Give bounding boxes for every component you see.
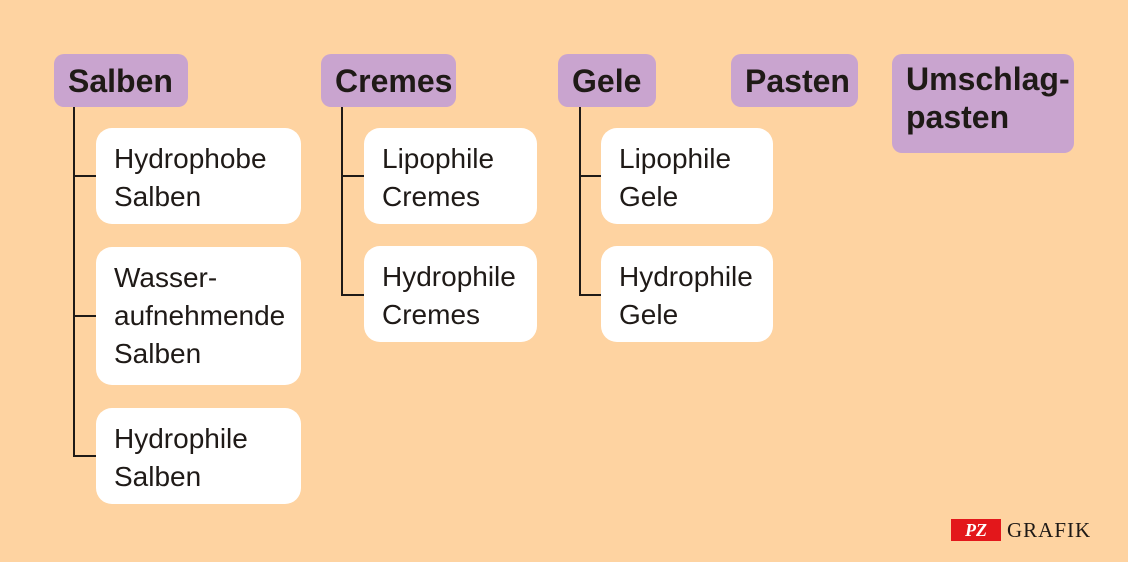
header-gele: Gele [558,54,656,107]
connector-salben-child-2 [73,315,97,317]
connector-gele-vertical [579,107,581,296]
node-hydrophobe-salben: Hydrophobe Salben [96,128,301,224]
connector-cremes-vertical [341,107,343,296]
connector-salben-child-3 [73,455,97,457]
header-salben: Salben [54,54,188,107]
header-pasten: Pasten [731,54,858,107]
connector-gele-child-1 [579,175,602,177]
connector-salben-vertical [73,107,75,456]
node-hydrophile-gele: Hydrophile Gele [601,246,773,342]
node-lipophile-gele: Lipophile Gele [601,128,773,224]
connector-cremes-child-2 [341,294,365,296]
logo-grafik-label: GRAFIK [1007,518,1092,542]
node-hydrophile-salben: Hydrophile Salben [96,408,301,504]
connector-cremes-child-1 [341,175,365,177]
header-cremes: Cremes [321,54,456,107]
connector-salben-child-1 [73,175,97,177]
node-wasseraufnehmende-salben: Wasser- aufnehmende Salben [96,247,301,385]
connector-gele-child-2 [579,294,602,296]
logo-pz-mark: PZ [951,519,1001,541]
node-lipophile-cremes: Lipophile Cremes [364,128,537,224]
pz-grafik-logo: PZ GRAFIK [951,519,1091,541]
header-umschlagpasten: Umschlag- pasten [892,54,1074,153]
node-hydrophile-cremes: Hydrophile Cremes [364,246,537,342]
